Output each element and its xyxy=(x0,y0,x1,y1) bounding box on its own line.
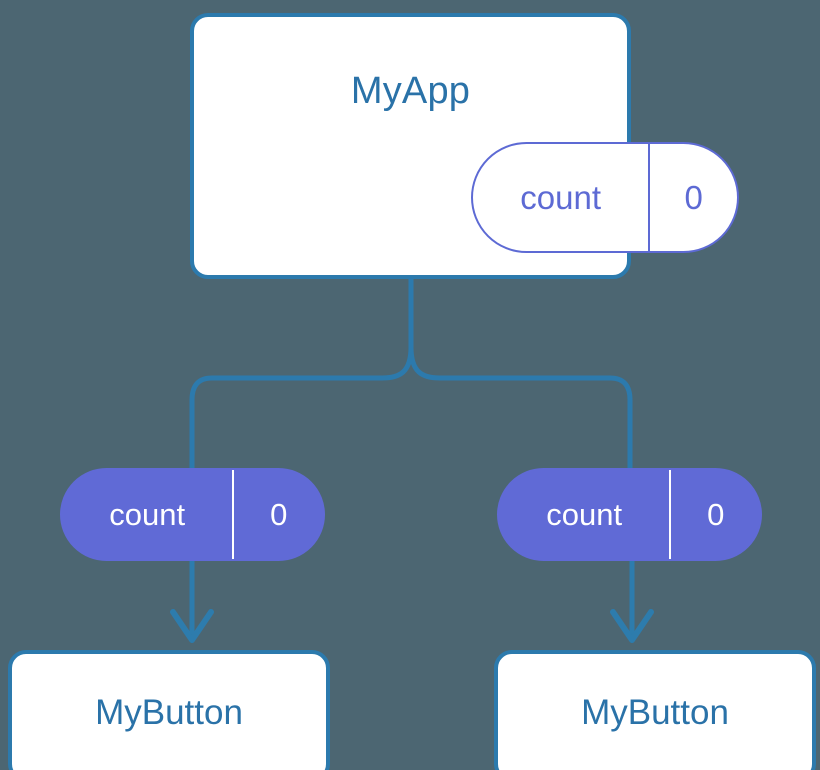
state-pill-right[interactable]: count 0 xyxy=(497,468,762,561)
component-title-mybutton: MyButton xyxy=(95,693,243,732)
state-pill-value: 0 xyxy=(648,144,737,251)
arrow-head-left-icon xyxy=(170,609,214,643)
state-pill-key: count xyxy=(109,496,186,532)
state-pill-value: 0 xyxy=(669,470,760,559)
component-card-mybutton-right[interactable]: MyButton xyxy=(494,650,816,770)
connector-parent-to-left-state xyxy=(189,276,414,471)
state-pill-key: count xyxy=(520,178,602,216)
connector-parent-to-right-state xyxy=(408,276,633,471)
component-card-myapp[interactable]: MyApp count 0 xyxy=(190,13,739,279)
state-pill-key: count xyxy=(546,496,623,532)
state-pill-myapp[interactable]: count 0 xyxy=(471,142,739,253)
component-title-myapp: MyApp xyxy=(350,70,471,112)
component-title-mybutton: MyButton xyxy=(581,693,729,732)
state-pill-left[interactable]: count 0 xyxy=(60,468,325,561)
component-card-mybutton-left[interactable]: MyButton xyxy=(8,650,330,770)
arrow-head-right-icon xyxy=(610,609,654,643)
state-pill-value: 0 xyxy=(232,470,323,559)
